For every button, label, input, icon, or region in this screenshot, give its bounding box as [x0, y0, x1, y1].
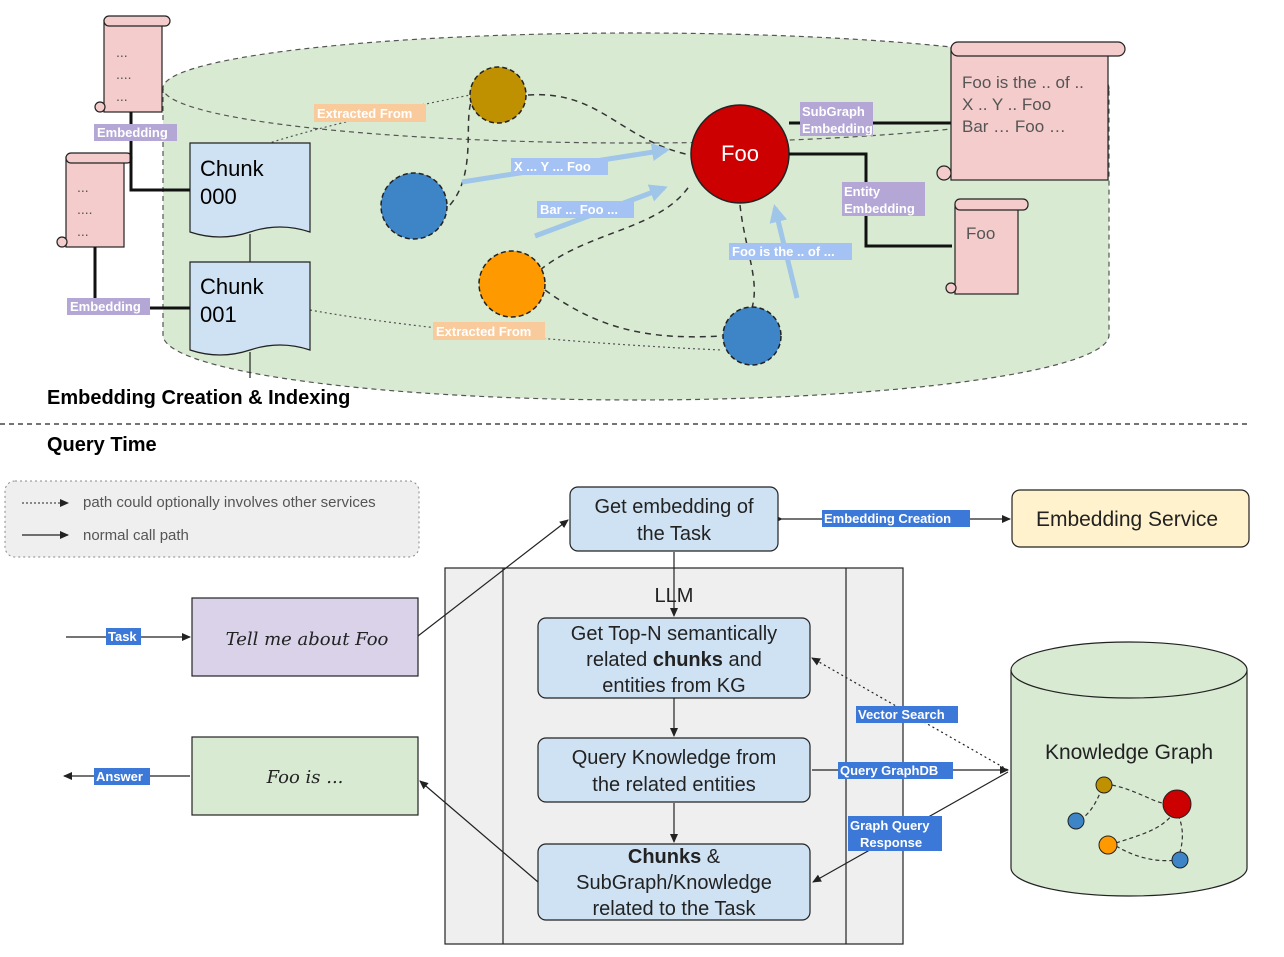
get-embedding-box: Get embedding of the Task	[569, 486, 779, 552]
step1-line2-bold: chunks	[653, 649, 723, 671]
embedding-scroll-1: ... .... ...	[94, 15, 171, 113]
answer-box: Foo is ...	[191, 736, 419, 816]
extracted-from-tag-1-bg	[314, 104, 426, 122]
knowledge-graph-label: Knowledge Graph	[1045, 741, 1213, 764]
step3-line3: related to the Task	[592, 898, 756, 920]
legend-solid-label: normal call path	[83, 527, 189, 544]
legend: path could optionally involves other ser…	[4, 480, 420, 558]
arrow-label-3-bg	[729, 243, 852, 260]
subgraph-scroll-line1: Foo is the .. of ..	[962, 73, 1084, 92]
step1-line1: Get Top-N semantically	[571, 623, 777, 645]
arrow-label-2: Bar ... Foo ...	[540, 202, 618, 217]
embedding-scroll-2: ... .... ...	[56, 152, 133, 248]
subgraph-scroll: Foo is the .. of .. X .. Y .. Foo Bar … …	[936, 41, 1126, 181]
step3-line2: SubGraph/Knowledge	[576, 872, 772, 894]
step2-line1: Query Knowledge from	[572, 747, 777, 769]
get-embedding-line2: the Task	[637, 523, 712, 545]
graph-query-tag-1: Graph Query	[850, 818, 930, 833]
entity-node-blue-1	[380, 172, 448, 240]
answer-box-text: Foo is ...	[266, 767, 344, 788]
chunk-000-label2: 000	[200, 184, 237, 209]
chunk-001-label1: Chunk	[200, 274, 265, 299]
graph-query-tag-bg	[848, 816, 942, 851]
step-chunks-box: Chunks & SubGraph/Knowledge related to t…	[537, 843, 811, 921]
foo-node: Foo	[690, 104, 790, 204]
vector-search-tag-bg	[856, 706, 958, 723]
knowledge-graph-cylinder: Knowledge Graph	[1010, 641, 1248, 897]
get-embedding-line1: Get embedding of	[595, 496, 754, 518]
step1-line2-pre: related	[586, 649, 653, 671]
query-graphdb-tag: Query GraphDB	[840, 763, 938, 778]
extracted-from-lines	[247, 94, 723, 351]
subgraph-tag-2: Embedding	[802, 121, 873, 136]
query-graphdb-tag-bg	[838, 762, 953, 779]
embedding-service-box: Embedding Service	[1011, 489, 1250, 548]
chunk-000-label1: Chunk	[200, 156, 265, 181]
answer-tag: Answer	[96, 769, 143, 784]
step-top-n-box: Get Top-N semantically related chunks an…	[537, 617, 811, 699]
embedding-creation-tag: Embedding Creation	[824, 511, 951, 526]
embedding-service-label: Embedding Service	[1036, 508, 1218, 531]
entity-node-blue-2	[722, 306, 782, 366]
graph-edges	[449, 93, 756, 338]
subgraph-tag-bg	[800, 102, 873, 136]
embedding-tag-1: Embedding	[97, 125, 168, 140]
query-section-title: Query Time	[47, 434, 157, 456]
task-tag-bg	[106, 628, 141, 645]
extracted-from-tag-1: Extracted From	[317, 106, 412, 121]
arrow-label-1: X ... Y ... Foo	[514, 159, 591, 174]
scroll-dots-2a: ...	[77, 179, 89, 195]
scroll-dots-2c: ...	[77, 223, 89, 239]
arrow-label-3: Foo is the .. of ...	[732, 244, 835, 259]
task-box-text: Tell me about Foo	[226, 629, 389, 650]
arrow-label-2-bg	[537, 201, 634, 218]
embedding-tag-1-bg	[94, 124, 177, 141]
embedding-tag-2-bg	[67, 298, 150, 315]
entity-tag-1: Entity	[844, 184, 881, 199]
subgraph-tag-1: SubGraph	[802, 104, 865, 119]
arrow-label-1-bg	[511, 158, 608, 175]
step3-line1-bold: Chunks	[628, 846, 701, 868]
embedding-tag-2: Embedding	[70, 299, 141, 314]
task-tag: Task	[108, 629, 137, 644]
entity-scroll-text: Foo	[966, 224, 995, 243]
scroll-dots-1c: ...	[116, 88, 128, 104]
entity-scroll: Foo	[945, 198, 1029, 295]
step3-line1-post: &	[701, 846, 721, 868]
entity-tag-2: Embedding	[844, 201, 915, 216]
entity-tag-bg	[842, 182, 925, 216]
step3-line1: Chunks &	[628, 846, 721, 868]
subgraph-scroll-line3: Bar … Foo …	[962, 117, 1066, 136]
scroll-dots-1a: ...	[116, 44, 128, 60]
scroll-dots-2b: ....	[77, 201, 93, 217]
subgraph-scroll-line2: X .. Y .. Foo	[962, 95, 1051, 114]
graph-query-tag-2: Response	[860, 835, 922, 850]
extracted-from-tag-2: Extracted From	[436, 324, 531, 339]
extracted-from-tag-2-bg	[433, 322, 545, 340]
embedding-creation-tag-bg	[822, 510, 970, 527]
indexing-section-title: Embedding Creation & Indexing	[47, 387, 350, 409]
chunk-001-label2: 001	[200, 302, 237, 327]
step2-line2: the related entities	[592, 774, 755, 796]
step1-line3: entities from KG	[602, 675, 745, 697]
entity-node-gold	[469, 66, 527, 124]
foo-node-label: Foo	[721, 141, 759, 166]
vector-search-tag: Vector Search	[858, 707, 945, 722]
legend-dotted-label: path could optionally involves other ser…	[83, 494, 376, 511]
entity-node-orange	[478, 250, 546, 318]
step1-line2: related chunks and	[586, 649, 762, 671]
chunk-000: Chunk 000	[189, 142, 311, 238]
chunk-001: Chunk 001	[189, 261, 311, 356]
task-box: Tell me about Foo	[191, 597, 419, 677]
scroll-dots-1b: ....	[116, 66, 132, 82]
step-query-knowledge-box: Query Knowledge from the related entitie…	[537, 737, 811, 803]
step1-line2-post: and	[723, 649, 762, 671]
answer-tag-bg	[94, 768, 150, 785]
